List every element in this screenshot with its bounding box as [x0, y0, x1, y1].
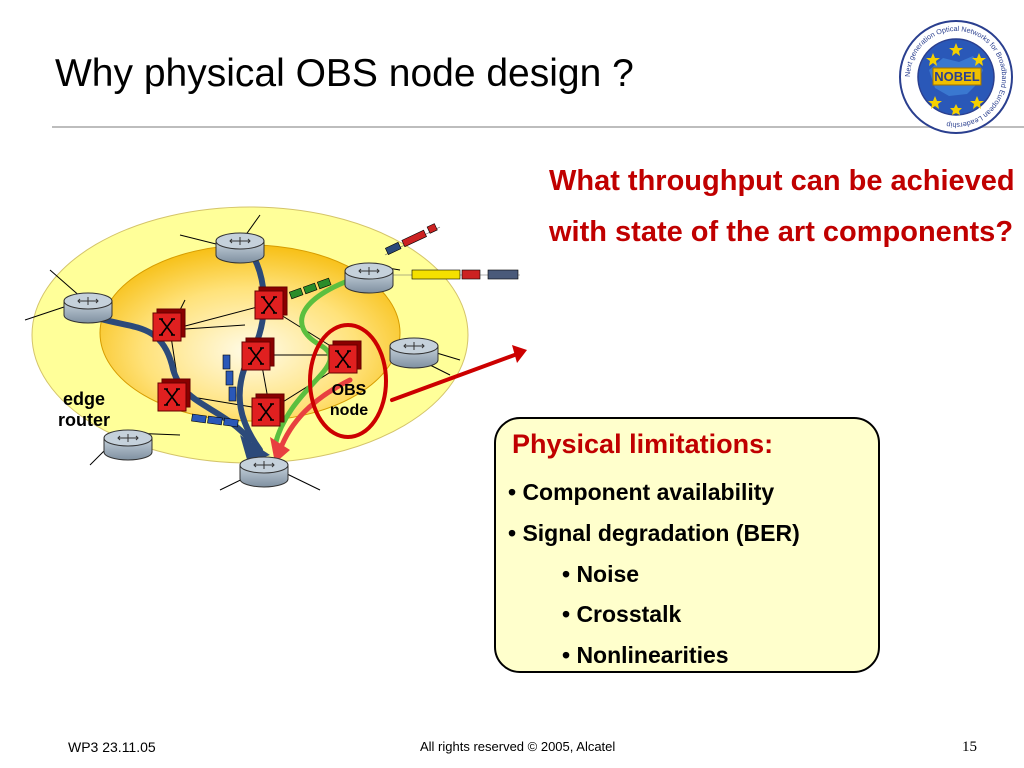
title-divider	[52, 126, 1024, 128]
obs-node-highlight	[308, 323, 388, 439]
footer-workpackage-date: WP3 23.11.05	[68, 739, 156, 755]
limitation-item: • Signal degradation (BER)	[508, 520, 800, 546]
limitation-subitem: • Noise	[562, 561, 640, 587]
logo-wordmark: NOBEL	[934, 69, 980, 84]
burst-packet-icon	[191, 223, 520, 428]
page-number: 15	[962, 739, 977, 755]
edge-router-label-1: edge	[63, 389, 105, 409]
highlight-arrowhead-icon	[512, 345, 527, 363]
red-arrowhead-icon	[270, 437, 290, 463]
obs-network-diagram: OBS node edge router	[24, 206, 527, 491]
obs-node-icon	[152, 286, 362, 427]
nobel-logo-icon: NOBEL Next generation Optical Networks f…	[899, 20, 1013, 134]
blue-path-1	[85, 312, 253, 443]
limitation-item: • Component availability	[508, 479, 775, 505]
edge-router-icon	[63, 232, 439, 488]
highlight-arrow-line	[390, 351, 522, 402]
physical-limitations-box: Physical limitations: • Component availa…	[494, 417, 880, 673]
limitations-title: Physical limitations:	[512, 429, 774, 459]
obs-node-label-1: OBS	[332, 382, 367, 399]
footer-copyright: All rights reserved © 2005, Alcatel	[420, 739, 616, 754]
limitation-subitem: • Nonlinearities	[562, 642, 729, 668]
limitation-subitem: • Crosstalk	[562, 601, 682, 627]
throughput-question: What throughput can be achieved with sta…	[549, 165, 1015, 248]
red-path	[279, 377, 353, 448]
slide-title: Why physical OBS node design ?	[55, 52, 634, 95]
blue-arrowhead-icon	[240, 435, 270, 463]
obs-node-label-2: node	[330, 402, 368, 419]
edge-router-label-2: router	[58, 410, 110, 430]
